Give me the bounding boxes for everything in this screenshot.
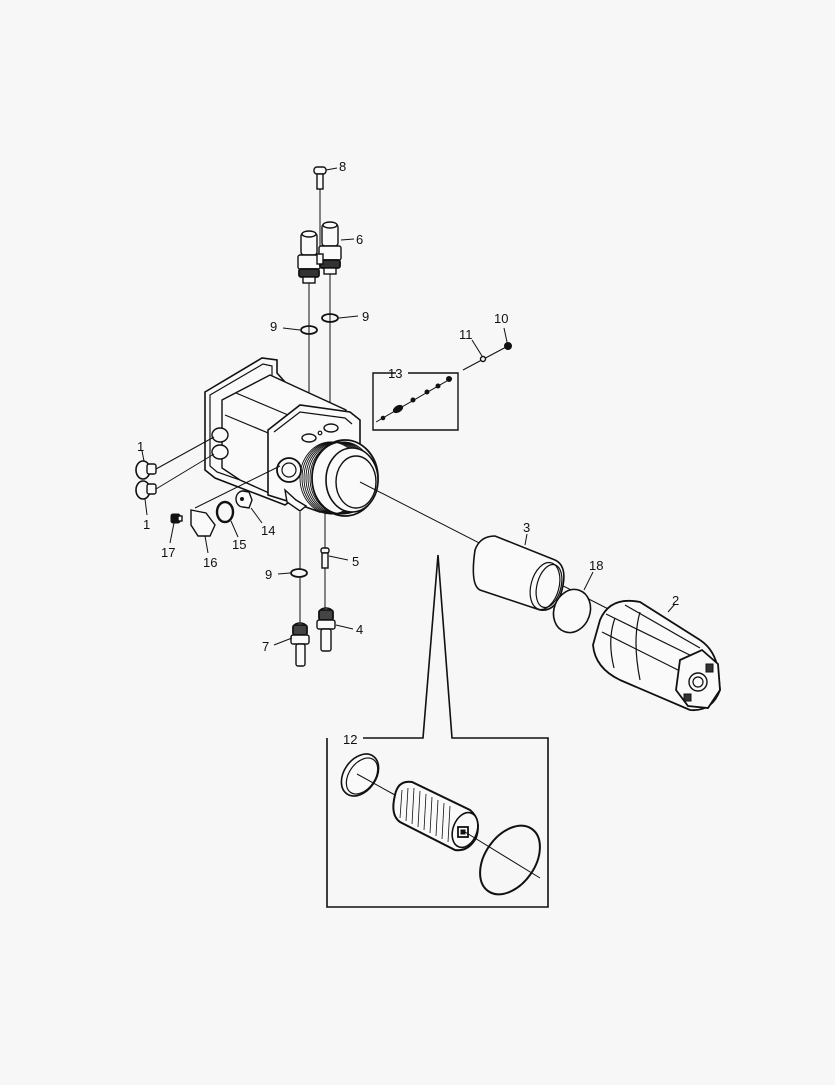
callout-14: 14 — [261, 523, 275, 538]
callout-5: 5 — [352, 554, 359, 569]
screw-17-icon — [170, 513, 183, 524]
plug-10-icon — [504, 342, 512, 350]
callout-16: 16 — [203, 555, 217, 570]
plug-1-lower-icon — [135, 480, 157, 500]
callout-9c: 9 — [265, 567, 272, 582]
o-ring-9b-icon — [321, 313, 339, 323]
pin-5-icon — [320, 547, 330, 569]
cover-16-icon — [190, 509, 216, 537]
seal-15-icon — [215, 500, 235, 524]
callout-1a: 1 — [137, 439, 144, 454]
callout-17: 17 — [161, 545, 175, 560]
callout-13: 13 — [388, 366, 402, 381]
inset-12: 12 — [326, 554, 549, 908]
filter-bowl-2-icon — [592, 599, 721, 712]
callout-15: 15 — [232, 537, 246, 552]
callout-10: 10 — [494, 311, 508, 326]
callout-3: 3 — [523, 520, 530, 535]
sleeve-3-icon — [472, 535, 565, 611]
o-ring-9c-icon — [290, 568, 308, 578]
seal-18-icon — [552, 588, 592, 634]
callout-6: 6 — [356, 232, 363, 247]
o-ring-9a-icon — [300, 325, 318, 335]
callout-2: 2 — [672, 593, 679, 608]
callout-11: 11 — [459, 327, 473, 342]
washer-11-icon — [479, 355, 487, 363]
callout-1b: 1 — [143, 517, 150, 532]
filter-housing — [204, 357, 379, 517]
callout-9b: 9 — [362, 309, 369, 324]
callout-12: 12 — [343, 732, 357, 747]
callout-7: 7 — [262, 639, 269, 654]
callout-8: 8 — [339, 159, 346, 174]
cap-14-icon — [235, 490, 253, 509]
callout-9a: 9 — [270, 319, 277, 334]
fitting-7-icon — [290, 622, 310, 667]
callout-18: 18 — [589, 558, 603, 573]
plug-1-upper-icon — [135, 460, 157, 480]
inset-13: 13 — [372, 366, 459, 431]
fitting-4-icon — [316, 607, 336, 652]
fitting-6-icon — [297, 221, 342, 284]
callout-4: 4 — [356, 622, 363, 637]
